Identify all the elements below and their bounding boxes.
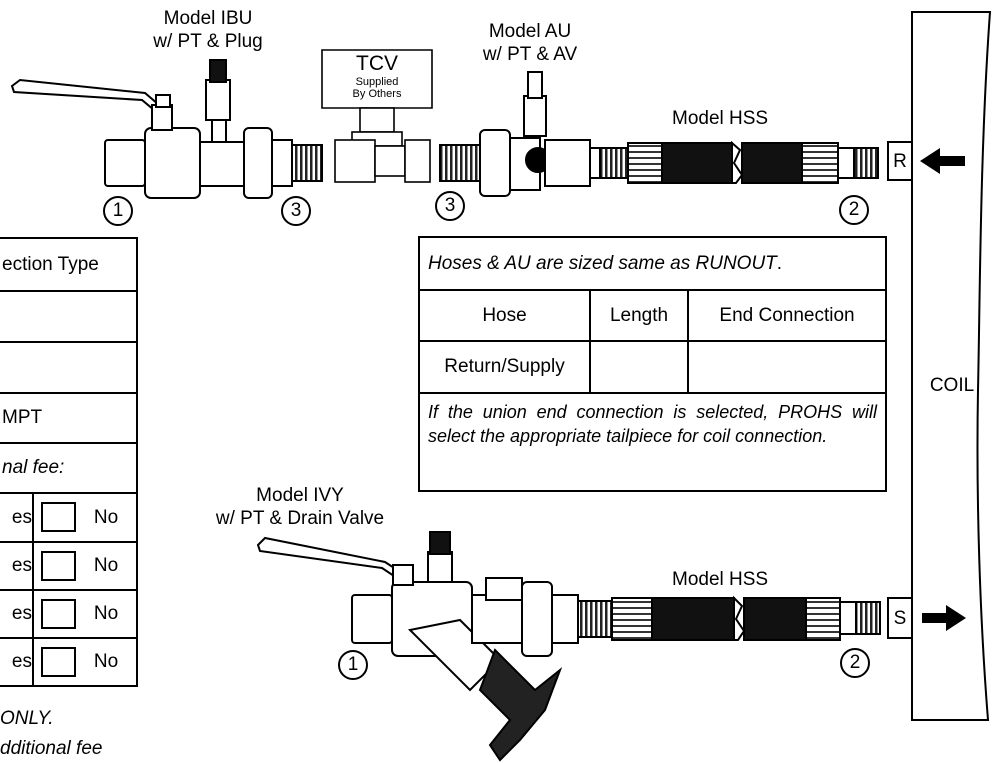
connection-type-header-row: ection Type xyxy=(0,239,136,292)
ivy-label: Model IVY w/ PT & Drain Valve xyxy=(180,484,420,530)
au-label: Model AU w/ PT & AV xyxy=(440,20,620,66)
left-footnote-1: ONLY. xyxy=(0,708,54,729)
ivy-label-line1: Model IVY xyxy=(256,485,344,506)
connection-type-row-1 xyxy=(0,292,136,343)
coil-body xyxy=(911,11,992,721)
option-row: es No xyxy=(0,639,136,685)
option-no-label: No xyxy=(93,603,119,624)
hose-table-title-runout: RUNOUT xyxy=(695,252,777,274)
row-end-connection-value[interactable] xyxy=(689,342,885,392)
tcv-label: TCV Supplied By Others xyxy=(322,52,432,100)
left-footnote-2: dditional fee xyxy=(0,738,103,759)
port-s-label: S xyxy=(893,608,907,629)
ibu-label-line2: w/ PT & Plug xyxy=(153,31,263,52)
col-length-header: Length xyxy=(591,291,689,340)
option-row: es No xyxy=(0,543,136,591)
option-yes-label: es xyxy=(0,591,34,637)
hose-top xyxy=(599,140,879,184)
callout-hss-bottom-right: 2 xyxy=(840,648,870,678)
connection-type-table: ection Type MPT nal fee: es No es No es … xyxy=(0,237,138,687)
option-no-checkbox[interactable] xyxy=(41,647,76,677)
row-return-supply-label: Return/Supply xyxy=(420,342,591,392)
tcv-label-line1: TCV xyxy=(356,52,398,75)
supply-arrow-icon xyxy=(922,605,966,631)
additional-fee-row: nal fee: xyxy=(0,444,136,494)
option-no-checkbox[interactable] xyxy=(41,551,76,581)
hose-bottom xyxy=(577,595,881,641)
supply-port xyxy=(887,597,913,639)
connection-type-header: ection Type xyxy=(2,253,99,275)
connection-type-row-mpt: MPT xyxy=(0,394,136,444)
tcv-label-line3: By Others xyxy=(352,88,402,100)
tcv-label-line2: Supplied xyxy=(355,76,399,88)
hss-top-label: Model HSS xyxy=(672,108,769,129)
hose-table-data-row: Return/Supply xyxy=(420,342,885,394)
coil-label: COIL xyxy=(929,375,975,396)
callout-ibu-right: 3 xyxy=(281,196,311,226)
option-row: es No xyxy=(0,494,136,543)
ibu-valve-body xyxy=(104,59,293,199)
additional-fee-label: nal fee: xyxy=(2,457,65,478)
hose-table-title-end: . xyxy=(776,252,783,274)
option-no-label: No xyxy=(93,506,119,528)
ivy-label-line2: w/ PT & Drain Valve xyxy=(215,508,385,529)
row-length-value[interactable] xyxy=(591,342,689,392)
option-no-label: No xyxy=(93,651,119,672)
ivy-valve-handle xyxy=(256,536,407,582)
hose-table-header-row: Hose Length End Connection xyxy=(420,291,885,342)
callout-ivy-left: 1 xyxy=(338,650,368,680)
option-yes-label: es xyxy=(0,639,34,685)
hose-table-title-row: Hoses & AU are sized same as RUNOUT. xyxy=(420,238,885,291)
ibu-label-line1: Model IBU xyxy=(163,8,253,29)
ibu-valve-handle xyxy=(10,78,167,117)
ibu-label: Model IBU w/ PT & Plug xyxy=(108,7,308,53)
option-row: es No xyxy=(0,591,136,639)
au-label-line1: Model AU xyxy=(488,21,572,42)
callout-ibu-left: 1 xyxy=(103,196,133,226)
col-hose-header: Hose xyxy=(420,291,591,340)
hose-table-note: If the union end connection is selected,… xyxy=(428,402,877,446)
col-end-header: End Connection xyxy=(719,304,855,326)
return-arrow-icon xyxy=(920,148,965,174)
connection-type-row-2 xyxy=(0,343,136,394)
option-no-label: No xyxy=(93,555,119,576)
ivy-valve-body xyxy=(351,531,579,762)
port-r-label: R xyxy=(893,151,907,172)
callout-au-left: 3 xyxy=(435,191,465,221)
return-port xyxy=(887,141,913,181)
hose-table: Hoses & AU are sized same as RUNOUT. Hos… xyxy=(418,236,887,492)
au-label-line2: w/ PT & AV xyxy=(482,44,578,65)
au-fitting xyxy=(439,71,609,197)
option-yes-label: es xyxy=(0,494,34,541)
option-no-checkbox[interactable] xyxy=(41,599,76,629)
hose-table-title: Hoses & AU are sized same as RUNOUT. xyxy=(420,238,885,289)
option-yes-label: es xyxy=(0,543,34,589)
callout-hss-top-right: 2 xyxy=(839,195,869,225)
hose-table-title-text: Hoses & AU are sized same as xyxy=(428,252,696,274)
mpt-label: MPT xyxy=(2,407,43,428)
tcv-valve xyxy=(321,49,433,183)
hss-bottom-label: Model HSS xyxy=(672,569,769,590)
option-no-checkbox[interactable] xyxy=(41,502,76,532)
ibu-male-thread xyxy=(291,144,323,182)
